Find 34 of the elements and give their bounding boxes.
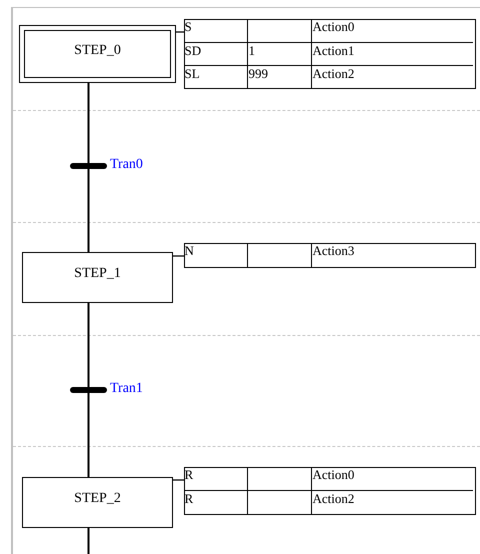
- connector-line: [173, 479, 184, 481]
- action-name: Action2: [312, 490, 354, 506]
- action-qualifier: R: [184, 466, 194, 482]
- action-qualifier: R: [184, 490, 194, 506]
- action-table: [184, 19, 476, 89]
- step-box: [22, 477, 173, 528]
- action-qualifier: SD: [184, 42, 202, 58]
- connector-line: [88, 528, 90, 554]
- action-row: [184, 64, 472, 88]
- action-time: 1: [248, 42, 255, 58]
- transition-name: Tran1: [110, 380, 143, 398]
- action-name: Action0: [312, 18, 354, 34]
- connector-line: [88, 169, 90, 252]
- step-name: STEP_2: [74, 490, 121, 507]
- action-table: [184, 467, 476, 515]
- action-name: Action3: [312, 242, 354, 258]
- action-qualifier: S: [184, 18, 192, 34]
- action-row: [184, 490, 472, 514]
- action-name: Action1: [312, 42, 354, 58]
- initial-step-box: [19, 25, 176, 83]
- step-name: STEP_1: [74, 265, 121, 282]
- action-row: [184, 42, 472, 64]
- action-name: Action0: [312, 466, 354, 482]
- connector-line: [88, 83, 90, 163]
- step-name: STEP_0: [74, 42, 121, 59]
- action-time: 999: [248, 66, 268, 80]
- action-qualifier: N: [184, 242, 194, 258]
- transition-name: Tran0: [110, 156, 143, 174]
- action-qualifier: SL: [184, 66, 200, 80]
- connector-line: [88, 303, 90, 387]
- action-name: Action2: [312, 66, 354, 80]
- connector-line: [173, 255, 184, 257]
- connector-line: [88, 393, 90, 477]
- step-box: [22, 252, 173, 303]
